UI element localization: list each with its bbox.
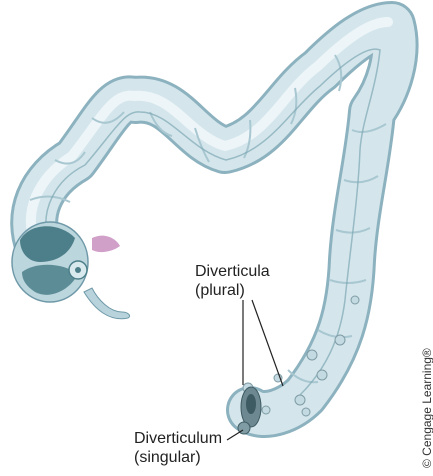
label-singular: (singular) <box>134 448 201 467</box>
ileum-stub <box>92 236 120 253</box>
label-plural: (plural) <box>195 281 245 300</box>
leader-diverticulum <box>227 430 243 440</box>
leader-diverticula-right <box>252 300 283 386</box>
label-diverticula: Diverticula <box>195 262 270 281</box>
label-diverticulum: Diverticulum <box>134 429 222 448</box>
copyright-credit: © Cengage Learning® <box>420 348 433 468</box>
cecum <box>12 222 130 319</box>
colon-illustration <box>12 22 395 434</box>
appendix <box>84 288 130 319</box>
